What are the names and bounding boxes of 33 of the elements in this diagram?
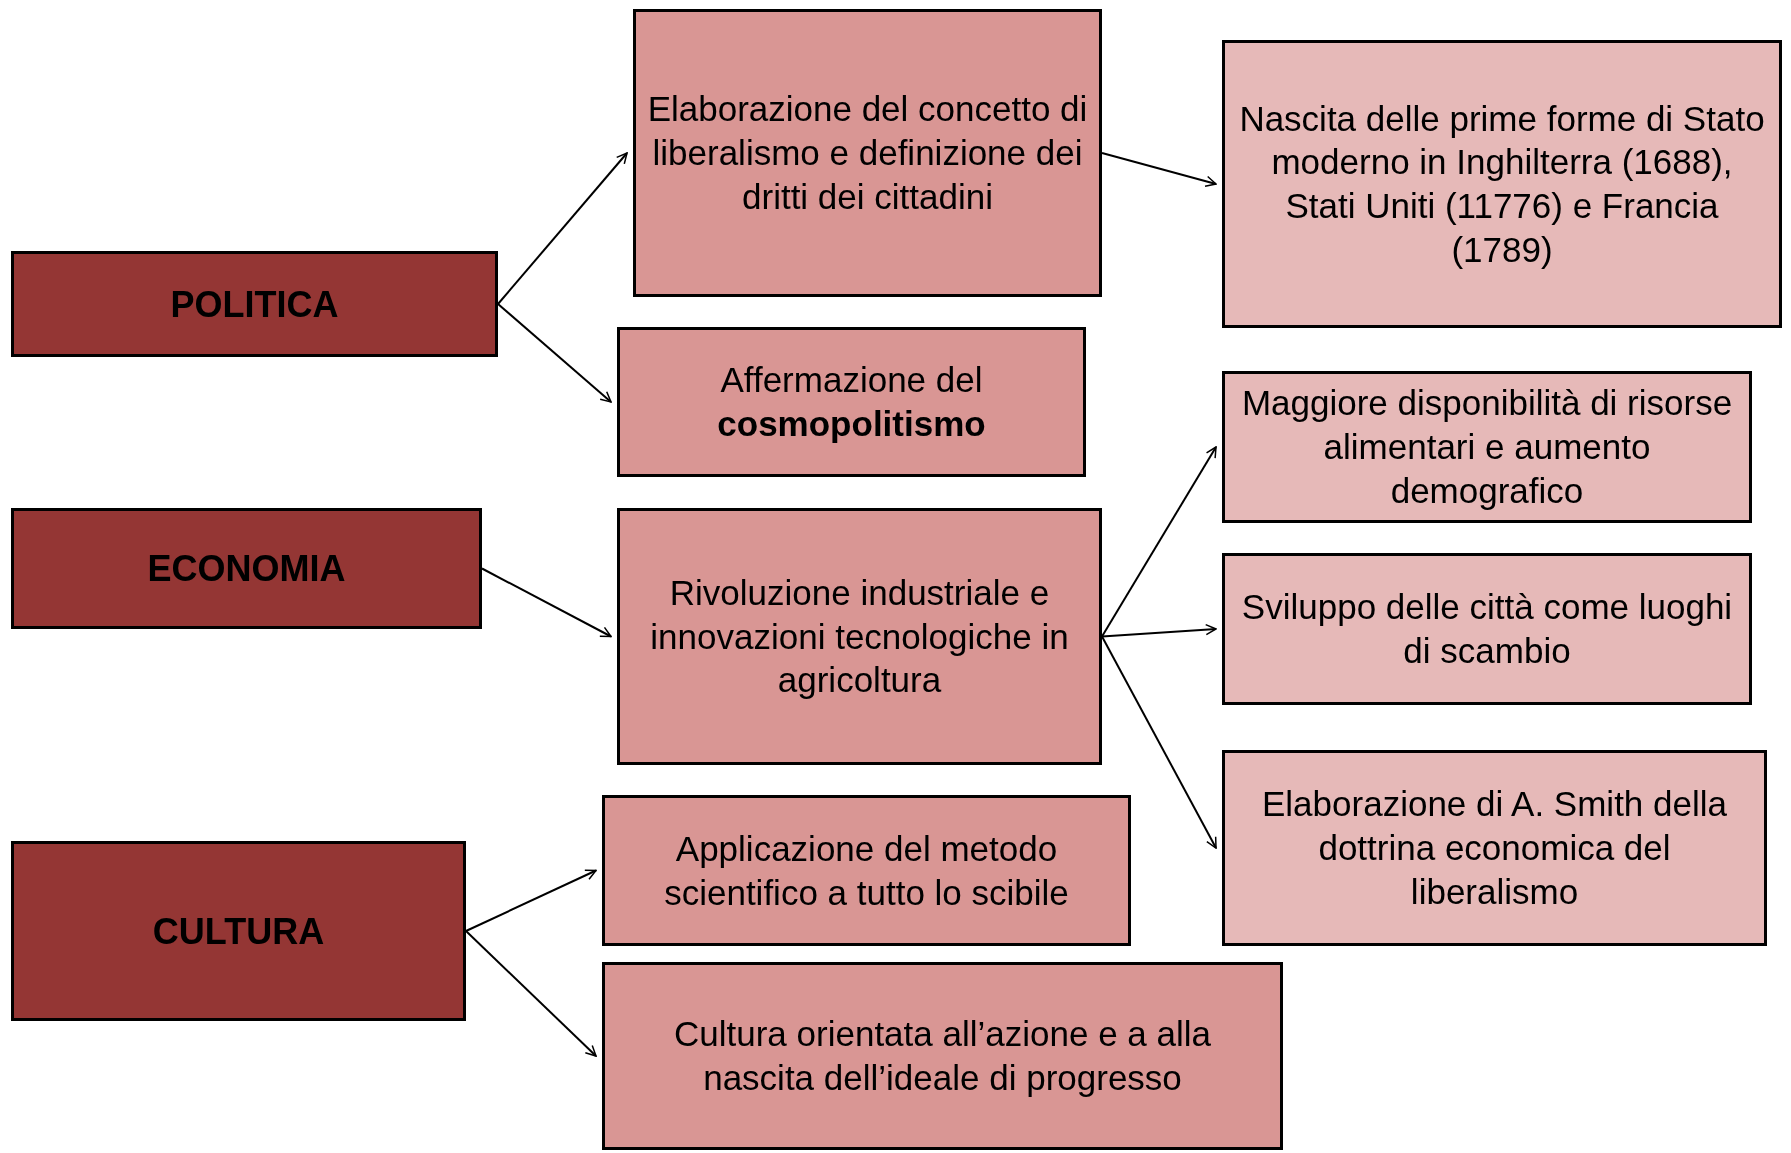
concept-text: Elaborazione di A. Smith della dottrina economica del liberalismo (1261, 783, 1728, 913)
concept-box (1222, 553, 1752, 705)
category-label: ECONOMIA (147, 547, 346, 591)
arrow (1101, 635, 1217, 849)
category-box (11, 508, 482, 629)
category-box (11, 841, 466, 1021)
arrow (497, 303, 612, 403)
arrow (1101, 623, 1217, 638)
concept-text: Nascita delle prime forme di Stato moderno in Inghilterra (1688), Stati Uniti (11776) e Francia (1789) (1238, 97, 1766, 271)
arrow (1101, 152, 1217, 187)
concept-text: Rivoluzione industriale e innovazioni tecnologiche in agricoltura (649, 571, 1070, 702)
concept-box (602, 962, 1283, 1150)
concept-text: Applicazione del metodo scientifico a tutto lo scibile (663, 827, 1070, 914)
concept-box (602, 795, 1131, 946)
category-label: CULTURA (152, 909, 325, 954)
concept-box (617, 327, 1086, 477)
concept-box (617, 508, 1102, 765)
arrow (1101, 446, 1217, 638)
concept-text: Affermazione del cosmopolitismo (716, 359, 987, 445)
concept-text: Elaborazione del concetto di liberalismo e definizione dei dritti dei cittadini (646, 88, 1089, 218)
arrow (465, 869, 597, 932)
concept-text: Cultura orientata all’azione e a alla nascita dell’ideale di progresso (673, 1013, 1212, 1099)
concept-text: Sviluppo delle città come luoghi di scambio (1240, 586, 1734, 672)
concept-box (1222, 371, 1752, 523)
concept-box (1222, 750, 1767, 946)
arrow (481, 567, 612, 638)
category-label: POLITICA (170, 282, 339, 327)
concept-text: Maggiore disponibilità di risorse alimentari e aumento demografico (1240, 382, 1734, 512)
arrow (465, 930, 597, 1057)
concept-box (1222, 40, 1782, 328)
category-box (11, 251, 498, 357)
concept-box (633, 9, 1102, 297)
arrow (497, 152, 628, 305)
